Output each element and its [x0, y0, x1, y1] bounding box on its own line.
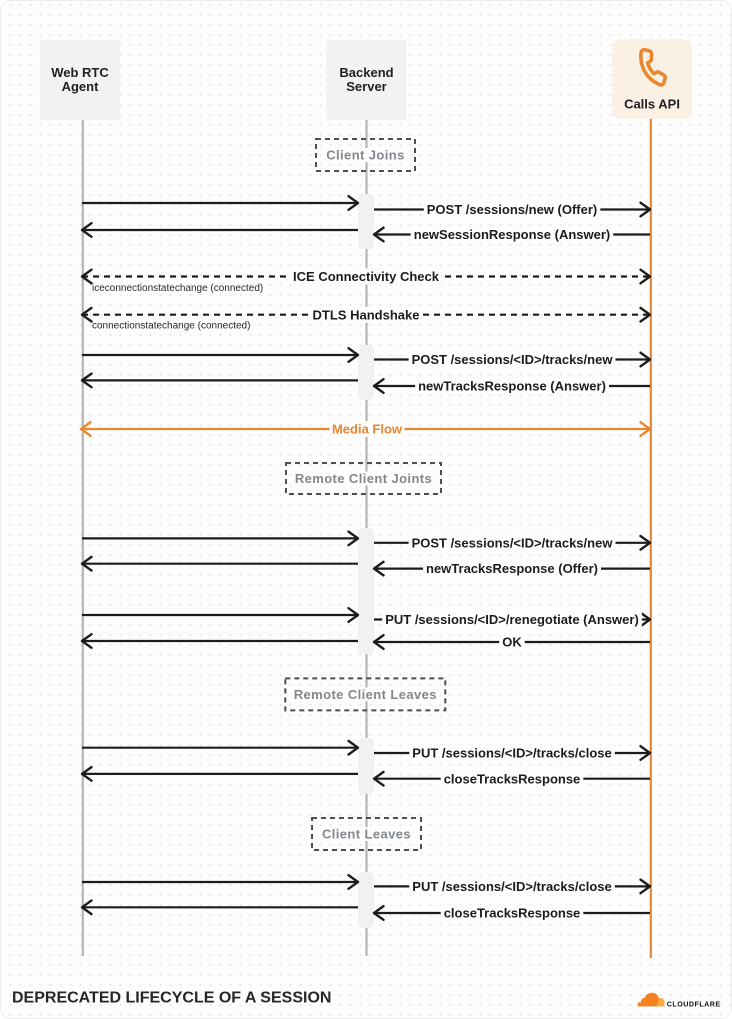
svg-text:DEPRECATED LIFECYCLE OF A SESS: DEPRECATED LIFECYCLE OF A SESSION	[12, 989, 331, 1006]
svg-text:newTracksResponse (Answer): newTracksResponse (Answer)	[418, 379, 606, 394]
svg-text:Remote Client Joints: Remote Client Joints	[295, 471, 432, 486]
svg-text:connectionstatechange (connect: connectionstatechange (connected)	[92, 321, 250, 332]
svg-text:closeTracksResponse: closeTracksResponse	[444, 771, 581, 786]
svg-text:DTLS Handshake: DTLS Handshake	[313, 307, 420, 322]
svg-text:PUT /sessions/<ID>/renegotiate: PUT /sessions/<ID>/renegotiate (Answer)	[385, 612, 639, 627]
svg-text:Calls API: Calls API	[624, 96, 680, 111]
svg-text:Media Flow: Media Flow	[332, 422, 403, 437]
svg-text:Backend: Backend	[339, 65, 393, 80]
svg-text:iceconnectionstatechange (conn: iceconnectionstatechange (connected)	[92, 283, 263, 294]
svg-text:Client Leaves: Client Leaves	[322, 827, 411, 842]
svg-text:newTracksResponse (Offer): newTracksResponse (Offer)	[426, 561, 598, 576]
svg-text:OK: OK	[502, 635, 522, 650]
svg-text:POST /sessions/<ID>/tracks/new: POST /sessions/<ID>/tracks/new	[412, 352, 614, 367]
svg-text:PUT /sessions/<ID>/tracks/clos: PUT /sessions/<ID>/tracks/close	[412, 879, 611, 894]
svg-text:POST /sessions/<ID>/tracks/new: POST /sessions/<ID>/tracks/new	[412, 535, 614, 550]
svg-text:newSessionResponse (Answer): newSessionResponse (Answer)	[414, 227, 611, 242]
svg-text:Remote Client Leaves: Remote Client Leaves	[294, 687, 437, 702]
svg-text:closeTracksResponse: closeTracksResponse	[444, 906, 581, 921]
svg-text:POST /sessions/new (Offer): POST /sessions/new (Offer)	[427, 202, 598, 217]
svg-text:CLOUDFLARE: CLOUDFLARE	[667, 999, 721, 1008]
svg-text:PUT /sessions/<ID>/tracks/clos: PUT /sessions/<ID>/tracks/close	[412, 746, 611, 761]
svg-text:ICE Connectivity Check: ICE Connectivity Check	[293, 269, 440, 284]
svg-text:Agent: Agent	[62, 79, 100, 94]
svg-text:Client Joins: Client Joins	[326, 148, 404, 163]
svg-text:Web RTC: Web RTC	[51, 65, 109, 80]
svg-text:Server: Server	[346, 79, 386, 94]
